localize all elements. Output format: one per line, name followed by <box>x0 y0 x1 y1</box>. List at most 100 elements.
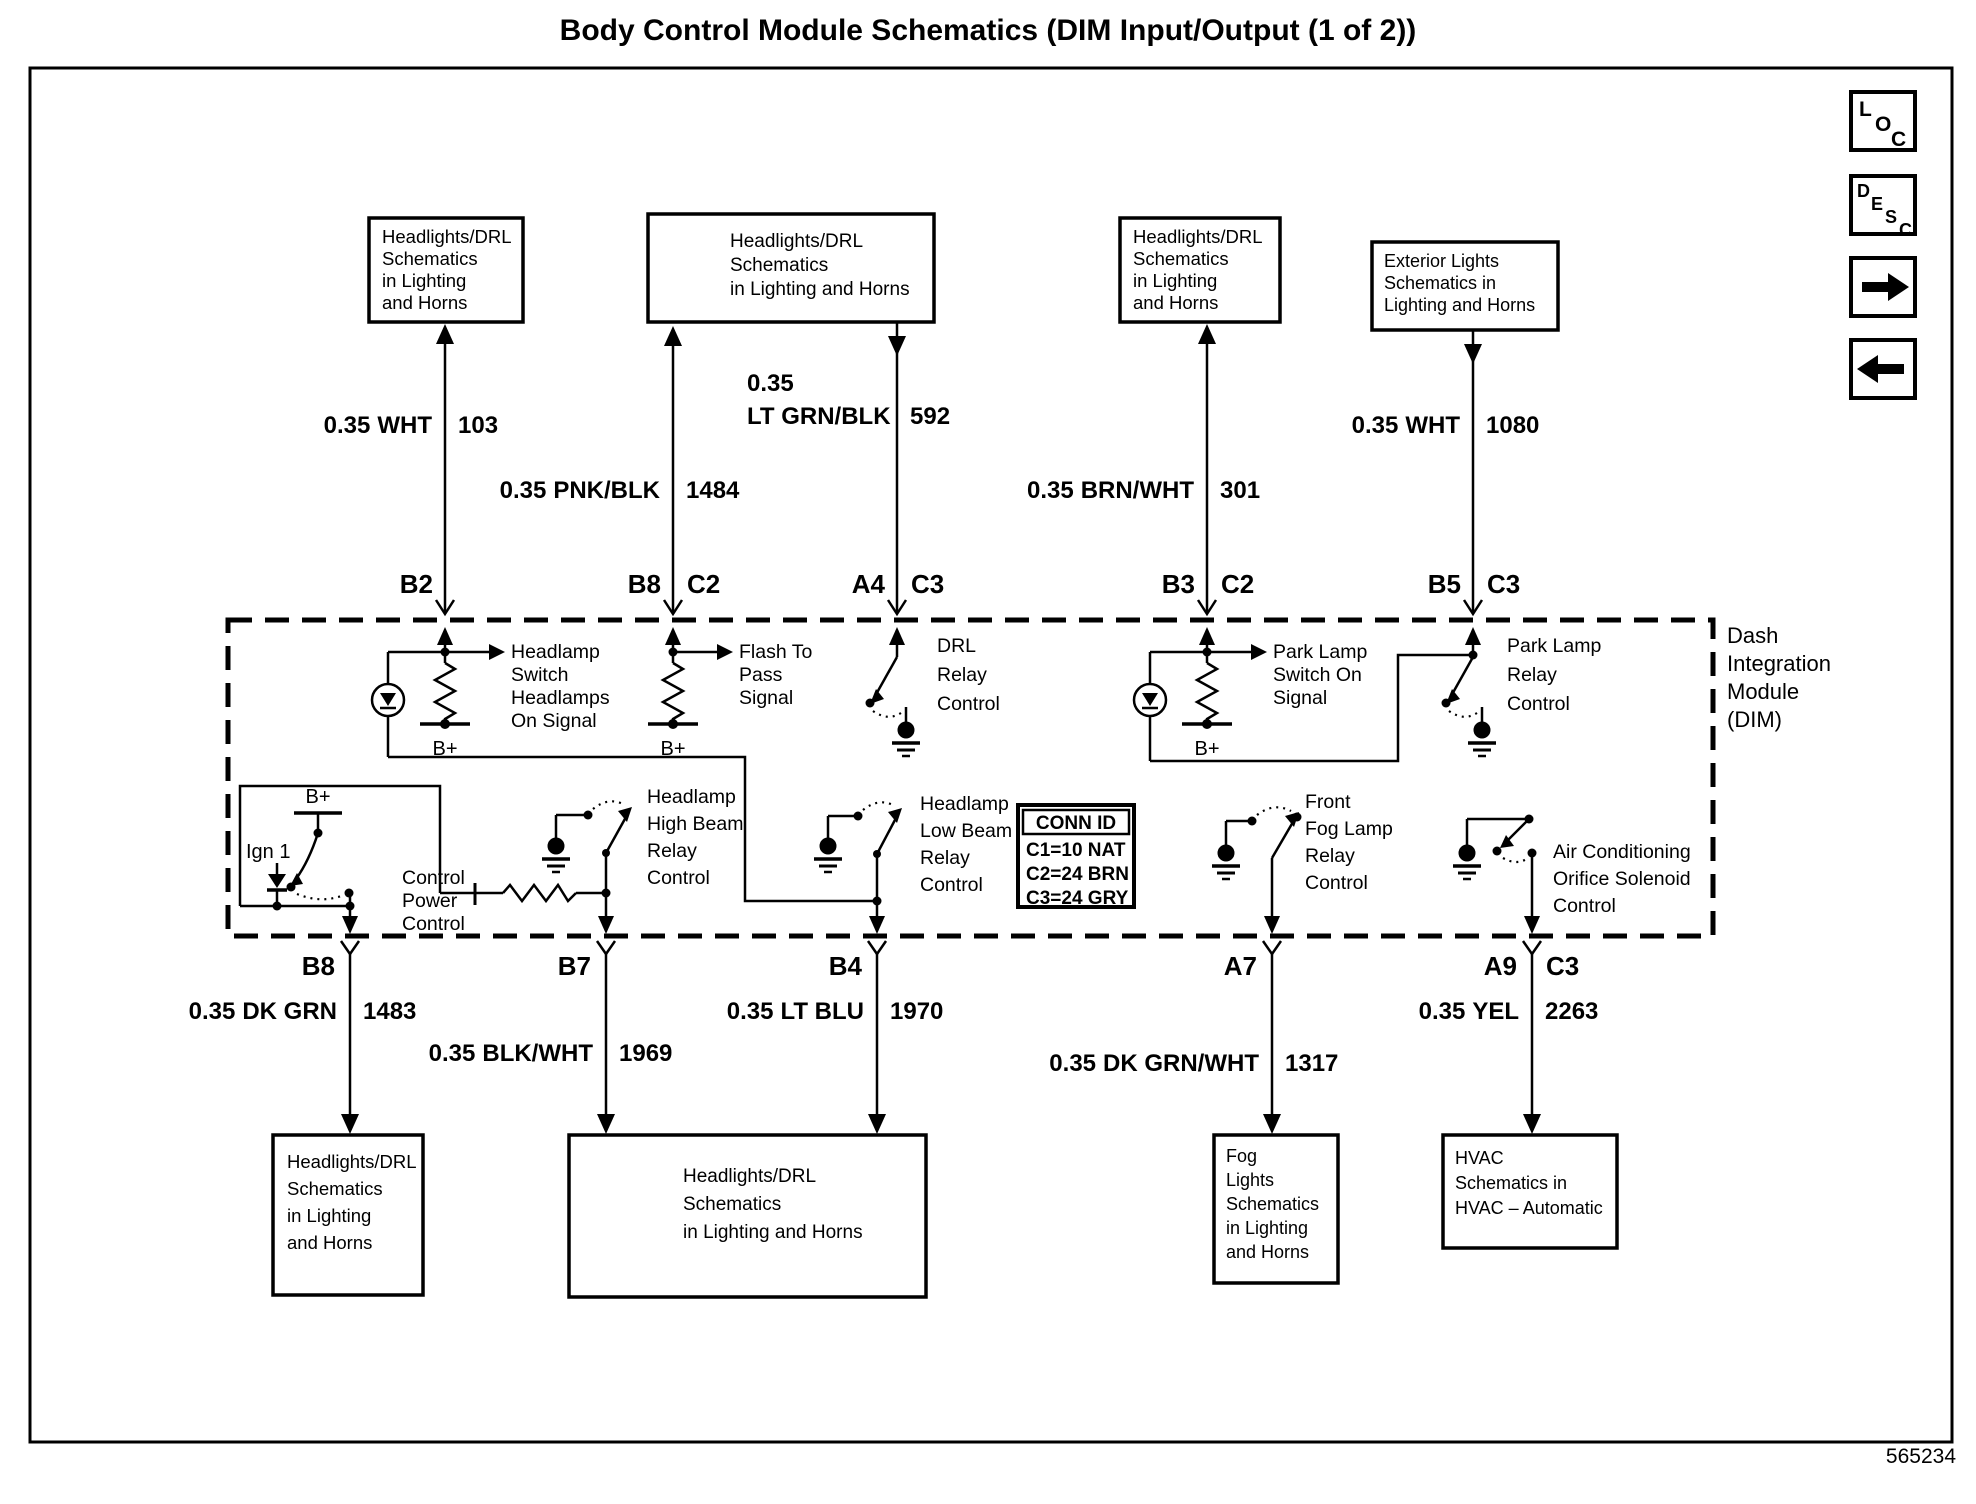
wire-size: 0.35 <box>747 370 794 397</box>
ref-box-line: in Lighting <box>382 270 466 291</box>
ref-box-headlights-drl-2[interactable]: Headlights/DRL Schematics in Lighting an… <box>646 212 936 324</box>
pin-label: B2 <box>400 569 433 599</box>
connector-label: C3 <box>1546 951 1579 981</box>
ref-box-line: Schematics <box>382 248 478 269</box>
svg-text:Headlamps: Headlamps <box>511 687 610 709</box>
switch-arm-tip <box>1500 835 1514 848</box>
up-arrowhead <box>664 326 682 346</box>
prev-page-button[interactable] <box>1849 338 1917 400</box>
desc-letter: E <box>1871 194 1883 214</box>
diode-to-battery <box>370 650 445 757</box>
diode-to-battery <box>1132 650 1207 761</box>
up-arrowhead <box>1198 324 1216 344</box>
down-arrowhead <box>597 1114 615 1134</box>
connector-caret <box>1462 599 1484 617</box>
desc-letter: S <box>1885 207 1897 227</box>
down-arrowhead <box>1464 344 1482 364</box>
ref-box-headlights-drl-5[interactable]: Headlights/DRL Schematics in Lighting an… <box>567 1133 928 1299</box>
next-page-button[interactable] <box>1849 256 1917 318</box>
svg-text:Low Beam: Low Beam <box>920 820 1012 842</box>
ref-box-line: in Lighting and Horns <box>683 1222 863 1243</box>
connector-caret <box>339 940 361 957</box>
ref-box-line: Exterior Lights <box>1384 251 1499 271</box>
high-beam-relay-control-circuit: Headlamp High Beam Relay Control <box>440 786 743 934</box>
nav-buttons: L O C D E S C <box>1849 90 1917 400</box>
ground-symbol <box>1212 844 1240 881</box>
inner-loop <box>238 784 442 906</box>
control-power-control-circuit: Ign 1 B+ Control Power Control <box>238 784 465 935</box>
ref-box-line: HVAC <box>1455 1148 1504 1168</box>
pin-label: A7 <box>1224 951 1257 981</box>
ign-label: Ign 1 <box>246 841 290 863</box>
svg-text:Front: Front <box>1305 791 1351 813</box>
connector-caret <box>662 599 684 617</box>
ref-box-headlights-drl-1[interactable]: Headlights/DRL Schematics in Lighting an… <box>367 216 525 324</box>
down-arrowhead <box>1264 916 1280 934</box>
fog-lamp-relay-control-circuit: Front Fog Lamp Relay Control <box>1212 791 1393 934</box>
connector-caret <box>595 940 617 957</box>
svg-text:Control: Control <box>1305 872 1368 894</box>
bottom-reference-boxes: Headlights/DRL Schematics in Lighting an… <box>271 1133 1619 1299</box>
svg-text:Control: Control <box>402 867 465 889</box>
up-arrowhead <box>436 324 454 344</box>
switch-travel-arc <box>592 800 626 810</box>
switch-travel-arc <box>1256 806 1292 816</box>
svg-text:On Signal: On Signal <box>511 710 597 732</box>
right-arrowhead <box>489 644 505 660</box>
switch-arm <box>294 832 320 880</box>
switch-travel-arc <box>862 801 896 811</box>
park-lamp-relay-control-circuit: Park Lamp Relay Control <box>1441 627 1601 758</box>
ref-box-headlights-drl-4[interactable]: Headlights/DRL Schematics in Lighting an… <box>271 1133 425 1297</box>
ref-box-exterior-lights[interactable]: Exterior Lights Schematics in Lighting a… <box>1370 240 1560 332</box>
connector-caret <box>1521 940 1543 957</box>
conn-id-title: CONN ID <box>1036 813 1116 834</box>
ref-box-line: and Horns <box>287 1232 372 1253</box>
ref-box-line: in Lighting and Horns <box>730 279 910 300</box>
pin-label: B8 <box>628 569 661 599</box>
down-arrowhead <box>868 1114 886 1134</box>
ref-box-fog-lights[interactable]: Fog Lights Schematics in Lighting and Ho… <box>1212 1133 1340 1285</box>
pin-label: B3 <box>1162 569 1195 599</box>
down-arrowhead <box>1263 1114 1281 1134</box>
ref-box-line: and Horns <box>382 292 467 313</box>
svg-text:Signal: Signal <box>1273 687 1327 709</box>
ref-box-headlights-drl-3[interactable]: Headlights/DRL Schematics in Lighting an… <box>1118 216 1282 324</box>
park-lamp-switch-on-circuit: Park Lamp Switch On Signal B+ <box>1132 627 1473 763</box>
circuit-number: 1484 <box>686 477 740 504</box>
desc-button[interactable]: D E S C <box>1849 174 1917 240</box>
resistor <box>432 661 458 724</box>
ref-box-line: Headlights/DRL <box>683 1166 816 1187</box>
down-arrowhead <box>1524 916 1540 934</box>
ref-box-line: in Lighting <box>1226 1218 1308 1238</box>
pin-label: A9 <box>1484 951 1517 981</box>
resistor <box>1194 661 1220 724</box>
svg-text:Dash: Dash <box>1727 623 1778 648</box>
feed-to-low-beam <box>388 755 877 903</box>
connector-caret <box>1261 940 1283 957</box>
resistor <box>660 661 686 724</box>
pin-label: B5 <box>1428 569 1461 599</box>
dim-module-label: Dash Integration Module (DIM) <box>1727 623 1831 732</box>
ref-box-hvac[interactable]: HVAC Schematics in HVAC – Automatic <box>1441 1133 1619 1250</box>
svg-text:Headlamp: Headlamp <box>920 793 1009 815</box>
loc-button[interactable]: L O C <box>1849 90 1917 152</box>
conn-id-row: C1=10 NAT <box>1026 840 1126 861</box>
circuit-number: 2263 <box>1545 998 1598 1025</box>
ref-box-line: Headlights/DRL <box>1133 226 1263 247</box>
ref-box-line: Schematics <box>1133 248 1229 269</box>
down-arrowhead <box>888 336 906 356</box>
connector-label: C2 <box>687 569 720 599</box>
right-arrowhead <box>1251 644 1267 660</box>
switch-travel-arc <box>1502 857 1529 864</box>
ref-box-line: in Lighting <box>287 1205 371 1226</box>
ref-box-line: Fog <box>1226 1146 1257 1166</box>
